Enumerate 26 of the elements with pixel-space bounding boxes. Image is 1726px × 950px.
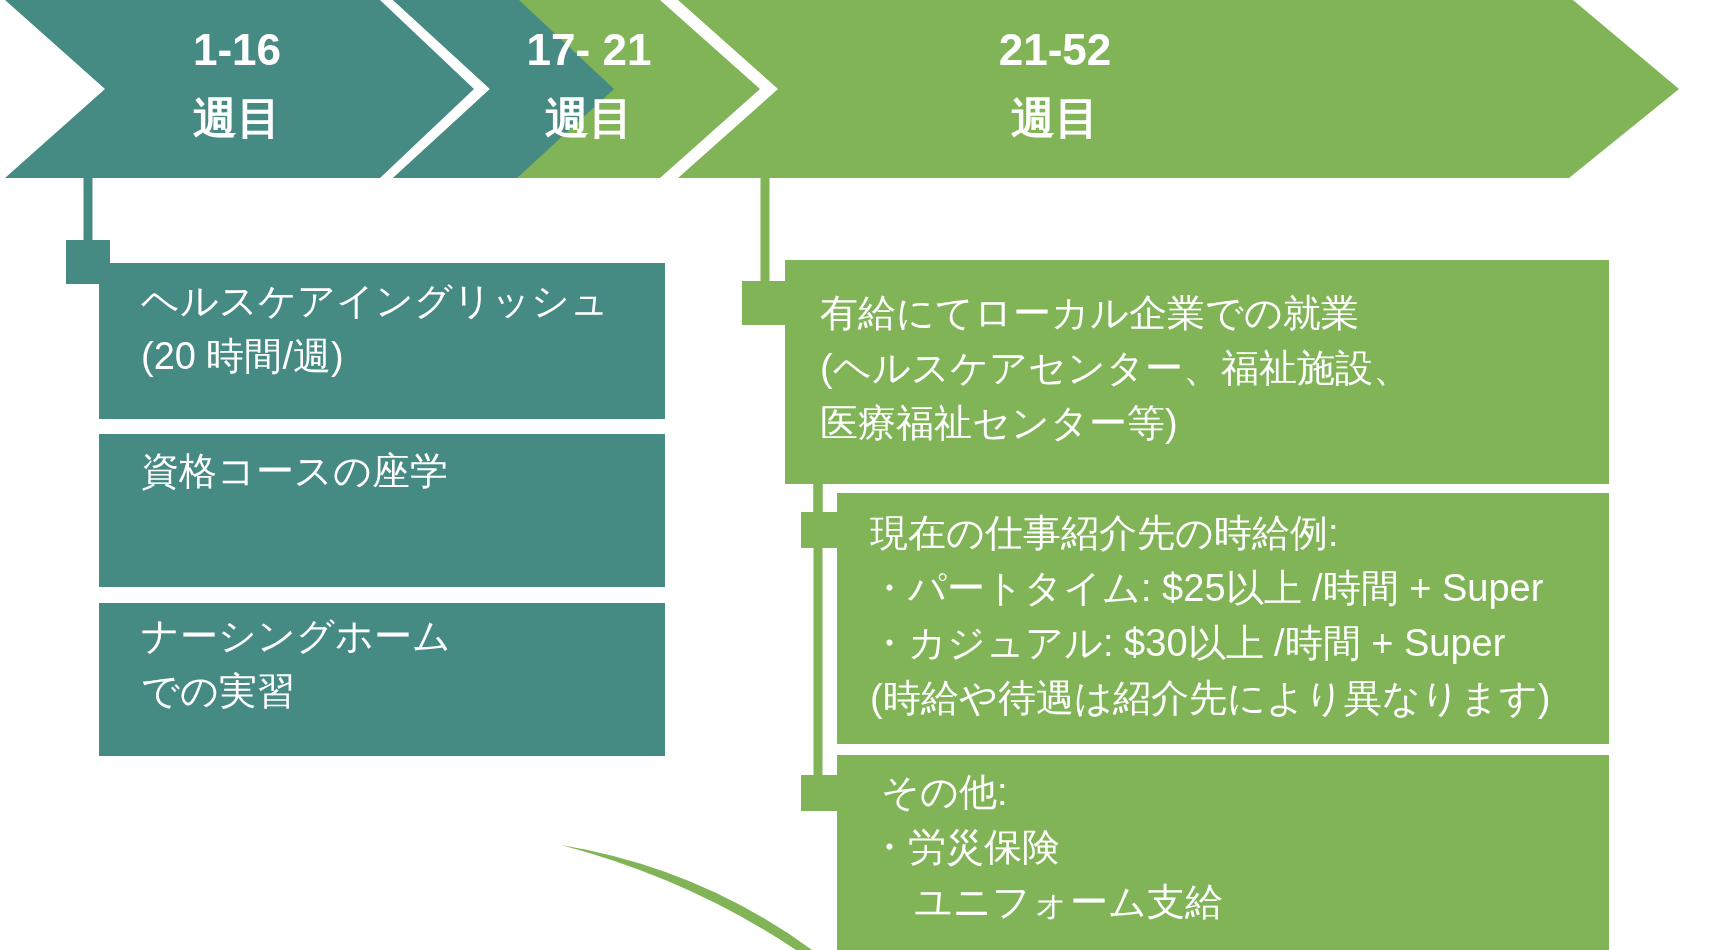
box-text: 資格コースの座学 [141, 449, 449, 494]
bullet-item: ・労災保険 [870, 825, 1061, 870]
info-box [785, 260, 1609, 484]
info-box [99, 434, 665, 587]
box-heading: 有給にてローカル企業での就業 [820, 291, 1360, 336]
week-range-label: 21-52 週目 [997, 24, 1113, 144]
box-heading: その他: [881, 770, 1009, 815]
bullet-item: ・パートタイム: $25以上 /時間 + Super [870, 566, 1545, 611]
box-text: ナーシングホームでの実習 [141, 614, 452, 714]
connector-line [801, 484, 837, 811]
info-box [837, 493, 1609, 744]
connector-line [66, 178, 110, 284]
info-box [837, 755, 1609, 950]
box-text: (ヘルスケアセンター、福祉施設、医療福祉センター等) [820, 346, 1412, 446]
info-box [99, 603, 665, 756]
curved-line [561, 845, 812, 950]
box-heading: 現在の仕事紹介先の時給例: [870, 511, 1340, 556]
note-text: (時給や待遇は紹介先により異なります) [870, 676, 1552, 721]
box-text: (20 時間/週) [141, 334, 345, 379]
connector-line [742, 178, 786, 325]
week-range-label: 17- 21 週目 [525, 24, 653, 144]
week-range-label: 1-16 週目 [191, 24, 283, 144]
box-heading: ヘルスケアイングリッシュ [141, 279, 610, 324]
bullet-item: ・カジュアル: $30以上 /時間 + Super [870, 621, 1507, 666]
info-box [99, 263, 665, 419]
bullet-item: ユニフォーム支給 [914, 880, 1224, 925]
